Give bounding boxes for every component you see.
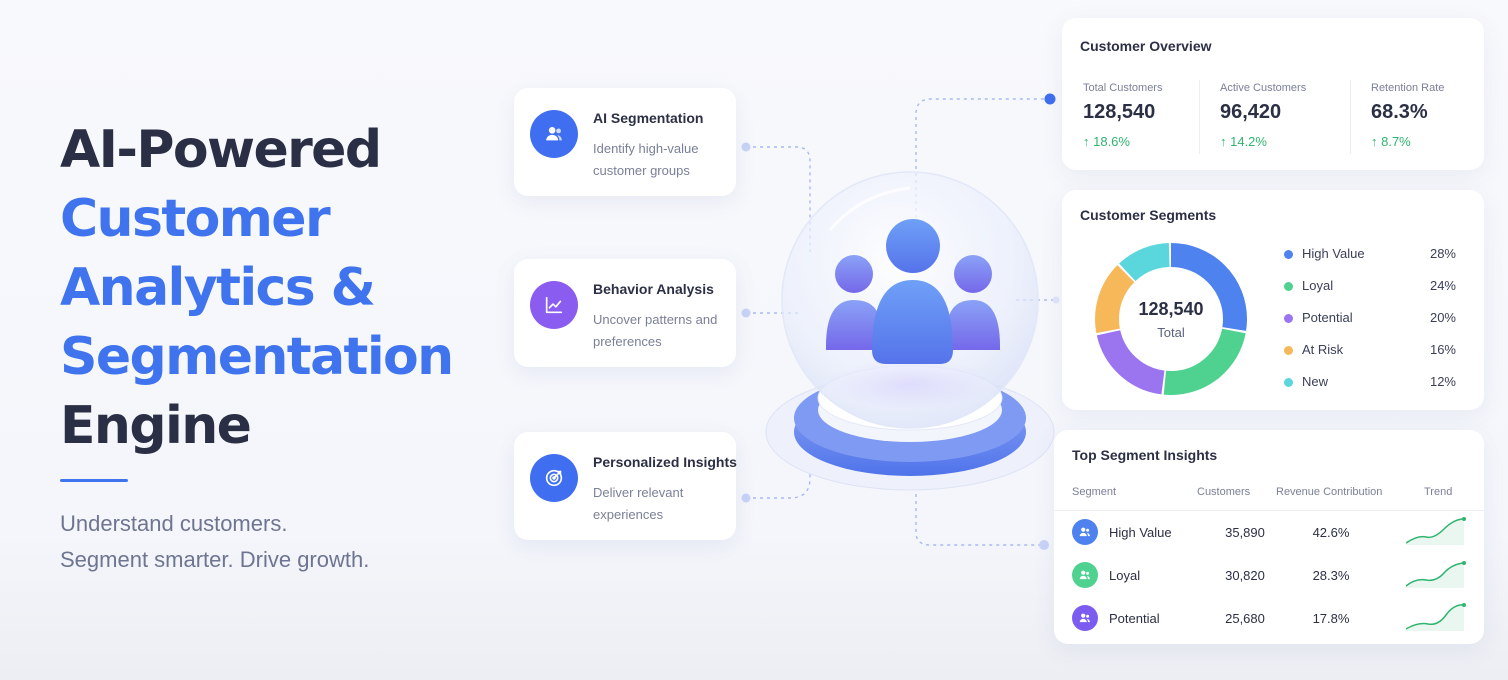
line-chart-icon (530, 281, 578, 329)
metric-change: ↑ 14.2% (1220, 134, 1267, 149)
column-header-trend: Trend (1424, 486, 1453, 498)
segments-donut-chart (1095, 243, 1247, 395)
segment-avatar-icon (1072, 562, 1098, 588)
hero-subtitle-line-2: Segment smarter. Drive growth. (60, 547, 370, 572)
connector-dot (741, 142, 751, 152)
column-header-revenue: Revenue Contribution (1276, 486, 1383, 498)
hero-title-line-4: Segmentation (60, 327, 454, 387)
metric-label: Retention Rate (1371, 82, 1445, 94)
metric-label: Total Customers (1083, 82, 1163, 94)
hero: AI-Powered Customer Analytics & Segmenta… (60, 116, 480, 578)
feature-card-behavior-analysis[interactable]: Behavior Analysis Uncover patterns and p… (514, 259, 736, 367)
target-icon (530, 454, 578, 502)
segment-customers: 30,820 (1225, 568, 1265, 583)
metric-separator (1199, 80, 1200, 154)
column-header-segment: Segment (1072, 486, 1117, 498)
header-divider (1054, 510, 1484, 511)
hero-title-line-3: Analytics & (60, 258, 376, 318)
segment-name: Potential (1109, 611, 1160, 626)
feature-title: Behavior Analysis (593, 281, 714, 297)
connector-dot (741, 493, 751, 503)
feature-title: Personalized Insights (593, 454, 737, 470)
metric-value: 128,540 (1083, 101, 1156, 123)
legend-percent: 24% (1429, 278, 1456, 293)
segment-revenue: 17.8% (1312, 611, 1350, 626)
feature-title: AI Segmentation (593, 110, 704, 126)
legend-item-high-value: High Value 28% (1284, 244, 1456, 264)
customer-overview-panel: Customer Overview Total Customers 128,54… (1062, 18, 1484, 170)
metric-change: ↑ 18.6% (1083, 134, 1130, 149)
panel-title: Customer Overview (1080, 38, 1212, 54)
legend-dot (1284, 314, 1293, 323)
connector-dot (1039, 540, 1049, 550)
table-row[interactable]: Potential 25,680 17.8% (1054, 597, 1484, 637)
metric-label: Active Customers (1220, 82, 1307, 94)
legend-percent: 20% (1429, 310, 1456, 325)
hero-title-line-2: Customer (60, 189, 331, 249)
metric-retention-rate: Retention Rate 68.3% ↑ 8.7% (1371, 82, 1444, 149)
legend-dot (1284, 378, 1293, 387)
legend-name: Loyal (1302, 278, 1334, 293)
donut-total-value: 128,540 (1138, 298, 1204, 319)
legend-item-loyal: Loyal 24% (1284, 276, 1456, 296)
feature-description: Uncover patterns and preferences (593, 312, 718, 349)
legend-name: Potential (1302, 310, 1353, 325)
connector-dot (741, 308, 751, 318)
legend-name: At Risk (1302, 342, 1344, 357)
hero-subtitle: Understand customers. Segment smarter. D… (60, 506, 480, 578)
segment-avatar-icon (1072, 519, 1098, 545)
metric-value: 96,420 (1220, 101, 1282, 123)
legend-dot (1284, 346, 1293, 355)
trend-sparkline (1406, 561, 1466, 588)
segment-revenue: 28.3% (1312, 568, 1350, 583)
hero-title-line-5: Engine (60, 396, 252, 456)
feature-description: Deliver relevant experiences (593, 485, 684, 522)
hero-title-line-1: AI-Powered (60, 120, 382, 180)
legend-name: High Value (1302, 246, 1365, 261)
feature-card-ai-segmentation[interactable]: AI Segmentation Identify high-value cust… (514, 88, 736, 196)
hero-divider (60, 479, 128, 482)
segment-avatar-icon (1072, 605, 1098, 631)
legend-percent: 16% (1429, 342, 1456, 357)
connector-dot (1044, 93, 1056, 105)
legend-dot (1284, 282, 1293, 291)
customer-segments-panel: Customer Segments 128,540 Total High Val… (1062, 190, 1484, 410)
trend-sparkline (1406, 517, 1466, 545)
hero-subtitle-line-1: Understand customers. (60, 511, 288, 536)
metric-value: 68.3% (1371, 101, 1428, 123)
donut-slice-high-value (1095, 243, 1247, 395)
table-row[interactable]: Loyal 30,820 28.3% (1054, 554, 1484, 594)
panel-title: Top Segment Insights (1072, 447, 1218, 463)
metric-total-customers: Total Customers 128,540 ↑ 18.6% (1083, 82, 1162, 149)
feature-card-personalized-insights[interactable]: Personalized Insights Deliver relevant e… (514, 432, 737, 540)
donut-slice-at-risk (1095, 243, 1247, 395)
donut-total-label: Total (1157, 324, 1185, 340)
feature-description: Identify high-value customer groups (593, 141, 699, 178)
donut-slice-loyal (1095, 243, 1247, 395)
legend-name: New (1302, 374, 1329, 389)
table-row[interactable]: High Value 35,890 42.6% (1054, 511, 1484, 551)
legend-item-potential: Potential 20% (1284, 308, 1456, 328)
segment-customers: 35,890 (1225, 525, 1265, 540)
metric-change: ↑ 8.7% (1371, 134, 1411, 149)
segment-name: High Value (1109, 525, 1172, 540)
donut-center: 128,540 Total (1088, 236, 1254, 402)
legend-item-new: New 12% (1284, 372, 1456, 392)
legend-percent: 28% (1429, 246, 1456, 261)
legend-item-at-risk: At Risk 16% (1284, 340, 1456, 360)
segment-customers: 25,680 (1225, 611, 1265, 626)
legend-dot (1284, 250, 1293, 259)
metric-active-customers: Active Customers 96,420 ↑ 14.2% (1220, 82, 1306, 149)
column-header-customers: Customers (1197, 486, 1251, 498)
legend-percent: 12% (1429, 374, 1456, 389)
users-icon (530, 110, 578, 158)
segment-name: Loyal (1109, 568, 1141, 583)
segment-revenue: 42.6% (1312, 525, 1350, 540)
top-segment-insights-panel: Top Segment Insights Segment Customers R… (1054, 430, 1484, 644)
center-illustration (765, 171, 1055, 491)
metric-separator (1350, 80, 1351, 154)
panel-title: Customer Segments (1080, 207, 1217, 223)
trend-sparkline (1406, 603, 1466, 631)
